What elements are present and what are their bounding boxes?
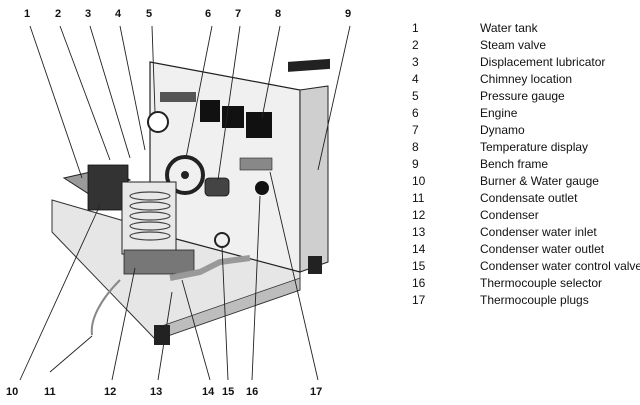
legend-number: 14 (412, 242, 426, 256)
callout-9: 9 (345, 8, 352, 20)
legend-row: 5 Pressure gauge (400, 88, 640, 105)
panel-top-cap (288, 58, 330, 72)
legend-row: 16 Thermocouple selector (400, 275, 640, 292)
legend-label: Engine (480, 106, 518, 120)
legend-number: 4 (412, 72, 419, 86)
legend-number: 12 (412, 208, 426, 222)
legend-row: 1 Water tank (400, 20, 640, 37)
callout-10: 10 (6, 386, 19, 398)
legend-number: 17 (412, 293, 426, 307)
legend-number: 15 (412, 259, 426, 273)
foot-front (154, 325, 170, 345)
callout-15: 15 (222, 386, 235, 398)
leader-lines (19, 25, 351, 381)
legend-row: 11 Condensate outlet (400, 190, 640, 207)
legend-label: Bench frame (480, 157, 549, 171)
legend-label: Water tank (480, 21, 538, 35)
condensate-tube (90, 279, 121, 336)
legend-label: Pressure gauge (480, 89, 565, 103)
legend-label: Condenser water control valve (480, 259, 640, 273)
legend-number: 6 (412, 106, 419, 120)
legend-number: 13 (412, 225, 426, 239)
legend-row: 8 Temperature display (400, 139, 640, 156)
legend-row: 10 Burner & Water gauge (400, 173, 640, 190)
legend-row: 14 Condenser water outlet (400, 241, 640, 258)
legend-row: 6 Engine (400, 105, 640, 122)
burner-stand (123, 249, 195, 275)
callout-3: 3 (85, 8, 92, 20)
display-b (222, 106, 244, 128)
legend-label: Displacement lubricator (480, 55, 606, 69)
water-pipe (169, 255, 251, 281)
engine-body (87, 164, 129, 211)
legend-row: 7 Dynamo (400, 122, 640, 139)
condenser-coil (129, 191, 171, 241)
legend-row: 15 Condenser water control valve (400, 258, 640, 275)
callout-4: 4 (115, 8, 122, 20)
callout-8: 8 (275, 8, 282, 20)
pressure-gauge (147, 111, 169, 133)
display-c (246, 112, 272, 138)
legend-number: 16 (412, 276, 426, 290)
callout-5: 5 (146, 8, 153, 20)
legend-row: 3 Displacement lubricator (400, 54, 640, 71)
callout-1: 1 (24, 8, 31, 20)
legend-label: Condensate outlet (480, 191, 578, 205)
flywheel (165, 155, 205, 195)
thermocouple-selector-knob (255, 181, 269, 195)
legend-label: Chimney location (480, 72, 573, 86)
legend-label: Steam valve (480, 38, 547, 52)
flywheel-hub (181, 171, 189, 179)
legend-number: 1 (412, 21, 419, 35)
callout-7: 7 (235, 8, 242, 20)
legend-row: 17 Thermocouple plugs (400, 292, 640, 309)
callout-17: 17 (310, 386, 323, 398)
legend-number: 5 (412, 89, 419, 103)
legend-label: Thermocouple selector (480, 276, 603, 290)
legend-label: Thermocouple plugs (480, 293, 589, 307)
legend-label: Dynamo (480, 123, 525, 137)
legend-label: Condenser (480, 208, 539, 222)
legend-number: 8 (412, 140, 419, 154)
legend-row: 13 Condenser water inlet (400, 224, 640, 241)
callout-6: 6 (205, 8, 212, 20)
legend-label: Condenser water inlet (480, 225, 597, 239)
legend-label: Burner & Water gauge (480, 174, 599, 188)
legend-row: 2 Steam valve (400, 37, 640, 54)
callout-16: 16 (246, 386, 259, 398)
dynamo (204, 177, 230, 197)
legend-row: 9 Bench frame (400, 156, 640, 173)
foot-right (308, 256, 322, 274)
legend-number: 11 (412, 191, 425, 205)
legend-number: 9 (412, 157, 419, 171)
legend-label: Temperature display (480, 140, 589, 154)
callout-2: 2 (55, 8, 62, 20)
legend: 1 Water tank 2 Steam valve 3 Displacement l… (400, 20, 640, 309)
legend-row: 12 Condenser (400, 207, 640, 224)
legend-number: 3 (412, 55, 419, 69)
legend-number: 7 (412, 123, 419, 137)
callout-11: 11 (44, 386, 56, 398)
legend-number: 10 (412, 174, 426, 188)
callout-14: 14 (202, 386, 215, 398)
thermocouple-plugs (239, 157, 273, 171)
display-a (200, 100, 220, 122)
legend-row: 4 Chimney location (400, 71, 640, 88)
callout-13: 13 (150, 386, 163, 398)
switch-row (160, 92, 196, 102)
legend-number: 2 (412, 38, 419, 52)
side-panel (299, 85, 329, 273)
legend-label: Condenser water outlet (480, 242, 605, 256)
callout-12: 12 (104, 386, 117, 398)
